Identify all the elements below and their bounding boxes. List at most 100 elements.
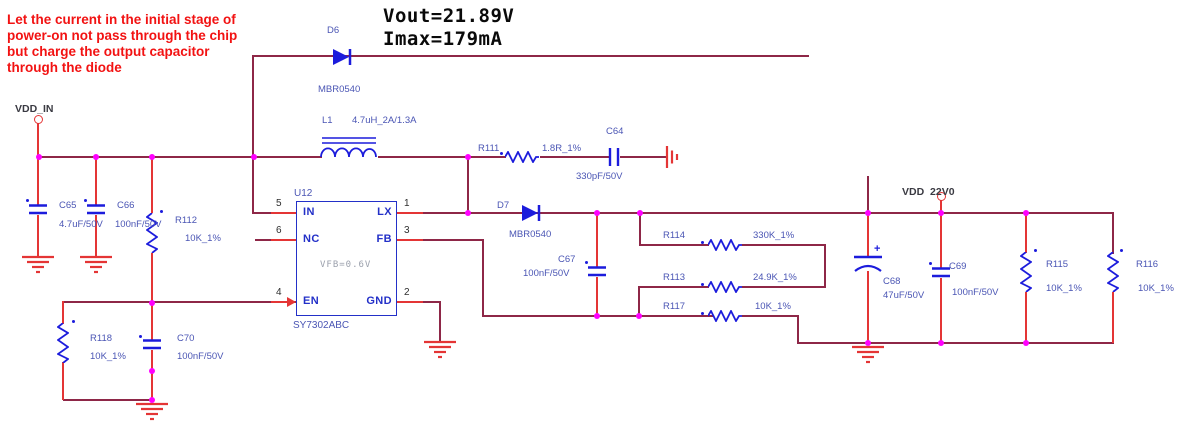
power-port-icon [937,192,946,201]
junction-dot [149,154,155,160]
pin-name-gnd: GND [366,295,392,307]
component-value: 1.8R_1% [542,143,582,154]
component-ref: R117 [663,301,686,312]
component-ref: C69 [949,261,967,272]
component-value: 330K_1% [753,230,795,241]
net-label-vdd-22v0: VDD_22V0 [902,186,955,196]
junction-dot [594,210,600,216]
junction-dot [1023,340,1029,346]
component-value: MBR0540 [318,84,361,95]
wire-segment [63,399,153,401]
wire-segment [797,315,799,344]
en-input-arrow-icon [287,297,296,307]
pin1-dot-icon [26,199,29,202]
wire-segment [397,212,1114,214]
junction-dot [938,340,944,346]
chip-u12-body [296,201,397,316]
vout-note: Vout=21.89V [383,5,515,27]
capacitor-c70-icon [143,339,161,350]
component-value: 330pF/50V [576,171,623,182]
component-ref: C64 [606,126,624,137]
component-value: 100nF/50V [115,219,162,230]
ground-icon [423,340,457,359]
capacitor-c67-icon [588,266,606,277]
wire-segment [253,156,322,158]
wire-segment [253,55,809,57]
pin1-dot-icon [929,262,932,265]
component-ref: C65 [59,200,77,211]
ground-icon [79,255,113,274]
wire-lead-segment [37,215,39,256]
junction-dot [637,210,643,216]
resistor-r112-icon [146,213,158,253]
wire-lead-segment [1025,213,1027,253]
wire-segment [824,244,826,288]
wire-lead-segment [1112,292,1114,343]
capacitor-c65-icon [29,204,47,215]
wire-segment [540,156,610,158]
pin1-dot-icon [72,320,75,323]
diode-d7-icon [521,203,547,223]
component-value: 100nF/50V [952,287,999,298]
annotation-line: through the diode [7,60,122,75]
pin1-dot-icon [1120,249,1123,252]
component-value: 10K_1% [755,301,791,312]
wire-lead-segment [1025,292,1027,343]
junction-dot [938,210,944,216]
component-ref: R112 [175,215,198,226]
wire-segment [742,315,799,317]
junction-dot [149,397,155,403]
polarity-plus-sign: + [874,243,881,255]
resistor-r118-icon [57,323,69,363]
pin1-dot-icon [585,261,588,264]
junction-dot [149,300,155,306]
wire-segment [468,156,506,158]
wire-lead-segment [62,362,64,400]
wire-lead-segment [271,239,297,241]
annotation-line: power-on not pass through the chip [7,28,238,43]
component-ref: C66 [117,200,135,211]
component-ref: D6 [327,25,340,36]
resistor-r113-icon [708,281,742,293]
junction-dot [93,154,99,160]
wire-lead-segment [397,301,423,303]
ground-icon [135,402,169,421]
junction-dot [865,340,871,346]
chip-vfb-note: VFB=0.6V [320,260,372,270]
net-label-vdd-22v0-wrap: VDD_22V0 [902,186,986,196]
component-value: 10K_1% [185,233,221,244]
capacitor-c66-icon [87,204,105,215]
pin-number-5: 5 [276,198,282,209]
wire-segment [467,157,469,214]
component-ref: R115 [1046,259,1069,270]
wire-lead-segment [95,157,97,205]
annotation-text: Let the current in the initial stage of … [7,12,307,76]
component-value: 100nF/50V [523,268,570,279]
wire-lead-segment [151,157,153,213]
junction-dot [465,210,471,216]
wire-segment [640,244,709,246]
wire-lead-segment [151,350,153,400]
wire-lead-segment [867,213,869,256]
wire-lead-segment [271,212,297,214]
junction-dot [1023,210,1029,216]
junction-dot [465,154,471,160]
component-value: 47uF/50V [883,290,925,301]
wire-segment [639,212,641,246]
diode-d6-icon [332,47,358,67]
pin1-dot-icon [1034,249,1037,252]
wire-lead-segment [397,239,423,241]
wire-lead-segment [271,301,289,303]
wire-segment [397,239,484,241]
junction-dot [149,368,155,374]
capacitor-c69-icon [932,267,950,278]
wire-lead-segment [397,212,423,214]
wire-lead-segment [940,278,942,343]
component-ref: R111 [478,143,500,154]
pin-number-4: 4 [276,287,282,298]
wire-segment [639,286,709,288]
chip-part-number: SY7302ABC [293,320,350,331]
resistor-r115-icon [1020,252,1032,292]
component-value: 10K_1% [1046,283,1082,294]
wire-segment [38,156,254,158]
